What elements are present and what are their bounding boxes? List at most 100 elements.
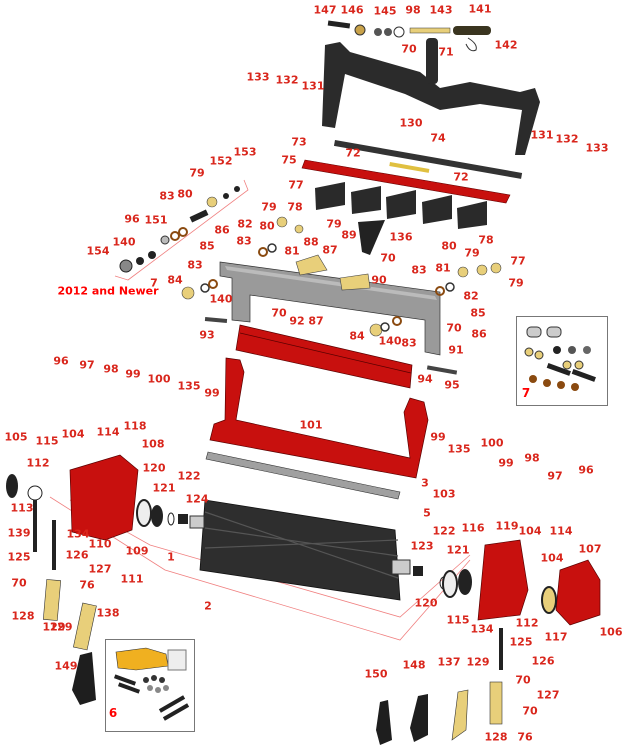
part-callout[interactable]: 100 [480, 436, 504, 450]
part-callout[interactable]: 104 [518, 524, 542, 538]
part-callout[interactable]: 79 [261, 200, 277, 214]
part-callout[interactable]: 121 [152, 481, 176, 495]
part-callout[interactable]: 112 [26, 456, 50, 470]
part-callout[interactable]: 83 [187, 258, 203, 272]
part-callout[interactable]: 154 [86, 244, 110, 258]
part-callout[interactable]: 131 [301, 79, 325, 93]
part-callout[interactable]: 119 [495, 519, 519, 533]
part-callout[interactable]: 96 [53, 354, 69, 368]
part-callout[interactable]: 76 [79, 578, 95, 592]
part-callout[interactable]: 83 [236, 234, 252, 248]
part-callout[interactable]: 82 [463, 289, 479, 303]
part-callout[interactable]: 70 [401, 42, 417, 56]
part-callout[interactable]: 70 [11, 576, 27, 590]
part-callout[interactable]: 111 [120, 572, 144, 586]
kit-6-label[interactable]: 6 [108, 706, 118, 720]
part-callout[interactable]: 70 [446, 321, 462, 335]
part-callout[interactable]: 133 [246, 70, 270, 84]
part-callout[interactable]: 127 [536, 688, 560, 702]
part-callout[interactable]: 77 [510, 254, 526, 268]
part-callout[interactable]: 118 [123, 419, 147, 433]
part-callout[interactable]: 122 [177, 469, 201, 483]
part-callout[interactable]: 84 [349, 329, 365, 343]
part-callout[interactable]: 101 [299, 418, 323, 432]
part-callout[interactable]: 124 [185, 492, 209, 506]
part-callout[interactable]: 70 [271, 306, 287, 320]
part-callout[interactable]: 120 [142, 461, 166, 475]
part-callout[interactable]: 115 [446, 613, 470, 627]
part-callout[interactable]: 99 [125, 367, 141, 381]
part-callout[interactable]: 89 [341, 228, 357, 242]
part-callout[interactable]: 79 [189, 166, 205, 180]
part-callout[interactable]: 138 [96, 606, 120, 620]
part-callout[interactable]: 110 [88, 537, 112, 551]
part-callout[interactable]: 128 [484, 730, 508, 744]
part-callout[interactable]: 137 [437, 655, 461, 669]
part-callout[interactable]: 150 [364, 667, 388, 681]
part-callout[interactable]: 7 [150, 276, 158, 290]
part-callout[interactable]: 74 [430, 131, 446, 145]
part-callout[interactable]: 70 [515, 673, 531, 687]
part-callout[interactable]: 141 [468, 2, 492, 16]
part-callout[interactable]: 79 [464, 246, 480, 260]
part-callout[interactable]: 98 [405, 3, 421, 17]
part-callout[interactable]: 135 [177, 379, 201, 393]
part-callout[interactable]: 105 [4, 430, 28, 444]
part-callout[interactable]: 82 [237, 217, 253, 231]
part-callout[interactable]: 114 [549, 524, 573, 538]
part-callout[interactable]: 91 [448, 343, 464, 357]
part-callout[interactable]: 135 [447, 442, 471, 456]
part-callout[interactable]: 148 [402, 658, 426, 672]
kit-7-label[interactable]: 7 [521, 386, 531, 400]
part-callout[interactable]: 83 [159, 189, 175, 203]
part-callout[interactable]: 134 [66, 527, 90, 541]
part-callout[interactable]: 98 [103, 362, 119, 376]
part-callout[interactable]: 107 [578, 542, 602, 556]
part-callout[interactable]: 95 [444, 378, 460, 392]
part-callout[interactable]: 134 [470, 622, 494, 636]
part-callout[interactable]: 76 [517, 730, 533, 744]
part-callout[interactable]: 117 [544, 630, 568, 644]
part-callout[interactable]: 113 [10, 501, 34, 515]
part-callout[interactable]: 79 [508, 276, 524, 290]
part-callout[interactable]: 104 [61, 427, 85, 441]
part-callout[interactable]: 99 [204, 386, 220, 400]
part-callout[interactable]: 85 [199, 239, 215, 253]
part-callout[interactable]: 78 [478, 233, 494, 247]
part-callout[interactable]: 129 [49, 620, 73, 634]
part-callout[interactable]: 98 [524, 451, 540, 465]
part-callout[interactable]: 5 [423, 506, 431, 520]
part-callout[interactable]: 103 [432, 487, 456, 501]
part-callout[interactable]: 79 [326, 217, 342, 231]
part-callout[interactable]: 128 [11, 609, 35, 623]
part-callout[interactable]: 75 [281, 153, 297, 167]
part-callout[interactable]: 1 [167, 550, 175, 564]
part-callout[interactable]: 112 [515, 616, 539, 630]
part-callout[interactable]: 99 [430, 430, 446, 444]
part-callout[interactable]: 96 [124, 212, 140, 226]
part-callout[interactable]: 93 [199, 328, 215, 342]
part-callout[interactable]: 149 [54, 659, 78, 673]
part-callout[interactable]: 123 [410, 539, 434, 553]
part-callout[interactable]: 99 [498, 456, 514, 470]
part-callout[interactable]: 100 [147, 372, 171, 386]
part-callout[interactable]: 87 [322, 243, 338, 257]
part-callout[interactable]: 146 [340, 3, 364, 17]
part-callout[interactable]: 125 [7, 550, 31, 564]
part-callout[interactable]: 83 [411, 263, 427, 277]
part-callout[interactable]: 97 [79, 358, 95, 372]
part-callout[interactable]: 81 [435, 261, 451, 275]
part-callout[interactable]: 3 [421, 476, 429, 490]
part-callout[interactable]: 88 [303, 235, 319, 249]
part-callout[interactable]: 94 [417, 372, 433, 386]
part-callout[interactable]: 136 [389, 230, 413, 244]
part-callout[interactable]: 71 [438, 45, 454, 59]
part-callout[interactable]: 140 [209, 292, 233, 306]
part-callout[interactable]: 129 [466, 655, 490, 669]
part-callout[interactable]: 92 [289, 314, 305, 328]
part-callout[interactable]: 106 [599, 625, 623, 639]
part-callout[interactable]: 104 [540, 551, 564, 565]
part-callout[interactable]: 73 [291, 135, 307, 149]
part-callout[interactable]: 77 [288, 178, 304, 192]
part-callout[interactable]: 120 [414, 596, 438, 610]
